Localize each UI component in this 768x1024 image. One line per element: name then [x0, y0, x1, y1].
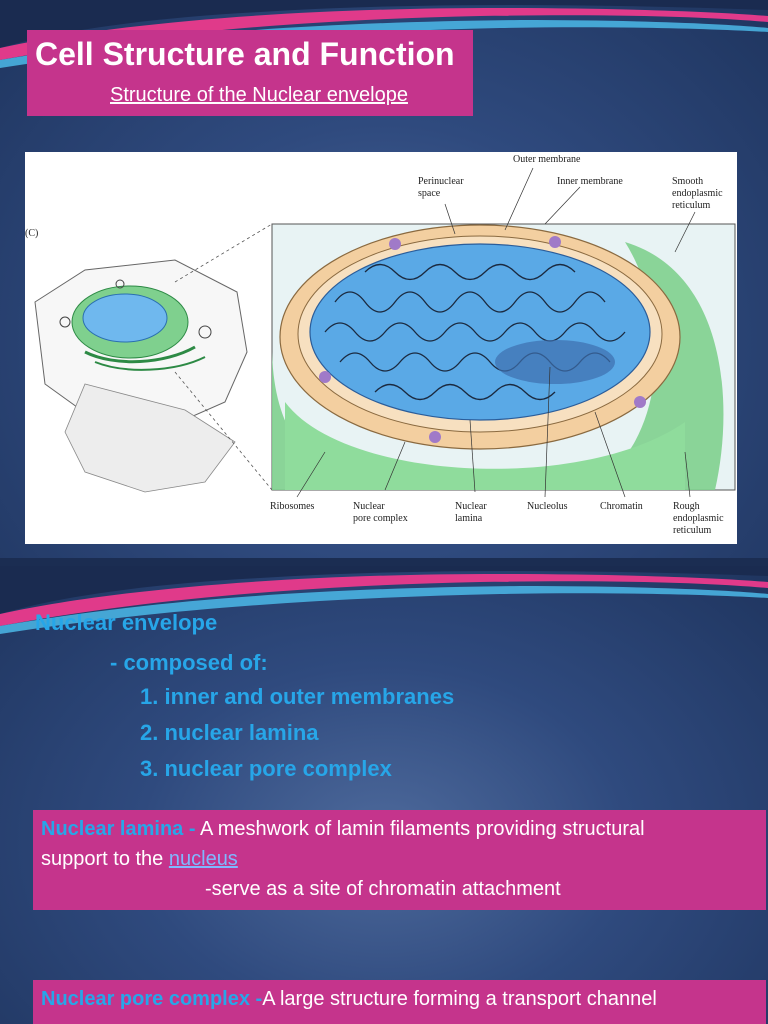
lamina-text-1: A meshwork of lamin filaments providing …: [195, 818, 645, 840]
leader-lines: [296, 167, 696, 498]
decorative-swoosh: [0, 566, 768, 634]
slide-1: Cell Structure and Function Structure of…: [0, 0, 768, 566]
label-outer-membrane: Outer membrane: [513, 154, 581, 165]
slide-subtitle: Structure of the Nuclear envelope: [110, 84, 408, 106]
slide-title: Cell Structure and Function: [35, 36, 455, 72]
label-nuclear-lamina: Nuclear lamina: [455, 501, 487, 524]
nucleus-cutaway: [271, 223, 736, 491]
title-box: Cell Structure and Function Structure of…: [27, 30, 473, 116]
slide-2: Nuclear envelope - composed of: 1. inner…: [0, 566, 768, 1024]
lamina-text-3: -serve as a site of chromatin attachment: [205, 878, 561, 900]
slide-divider: [0, 558, 768, 568]
label-chromatin: Chromatin: [600, 501, 643, 512]
panel-label: (C): [25, 228, 39, 239]
label-smooth-er: Smooth endoplasmic reticulum: [672, 176, 723, 211]
lamina-term: Nuclear lamina -: [41, 818, 196, 840]
nuclear-pore-complex-box: Nuclear pore complex -A large structure …: [33, 980, 766, 1024]
nuclear-envelope-figure: (C) Outer membrane Perinuclear space Inn…: [25, 152, 737, 544]
label-perinuclear-space: Perinuclear space: [418, 176, 464, 199]
pore-term: Nuclear pore complex -: [41, 988, 263, 1010]
label-nuclear-pore-complex: Nuclear pore complex: [353, 501, 408, 524]
label-nucleolus: Nucleolus: [527, 501, 568, 512]
list-item: 3. nuclear pore complex: [140, 756, 392, 781]
nucleus-link[interactable]: nucleus: [168, 848, 238, 870]
list-item: 1. inner and outer membranes: [140, 684, 455, 709]
label-inner-membrane: Inner membrane: [557, 176, 623, 187]
composed-of-text: - composed of:: [110, 650, 268, 675]
lamina-text-2: support to the: [41, 848, 169, 870]
label-rough-er: Rough endoplasmic reticulum: [673, 501, 724, 536]
nuclear-lamina-box: Nuclear lamina - A meshwork of lamin fil…: [33, 810, 766, 910]
label-ribosomes: Ribosomes: [270, 501, 315, 512]
pore-text-1: A large structure forming a transport ch…: [262, 988, 657, 1010]
list-item: 2. nuclear lamina: [140, 720, 319, 745]
cell-sketch: [34, 259, 248, 493]
nucleus-illustration: [34, 167, 736, 498]
nuclear-envelope-heading: Nuclear envelope: [35, 610, 218, 635]
